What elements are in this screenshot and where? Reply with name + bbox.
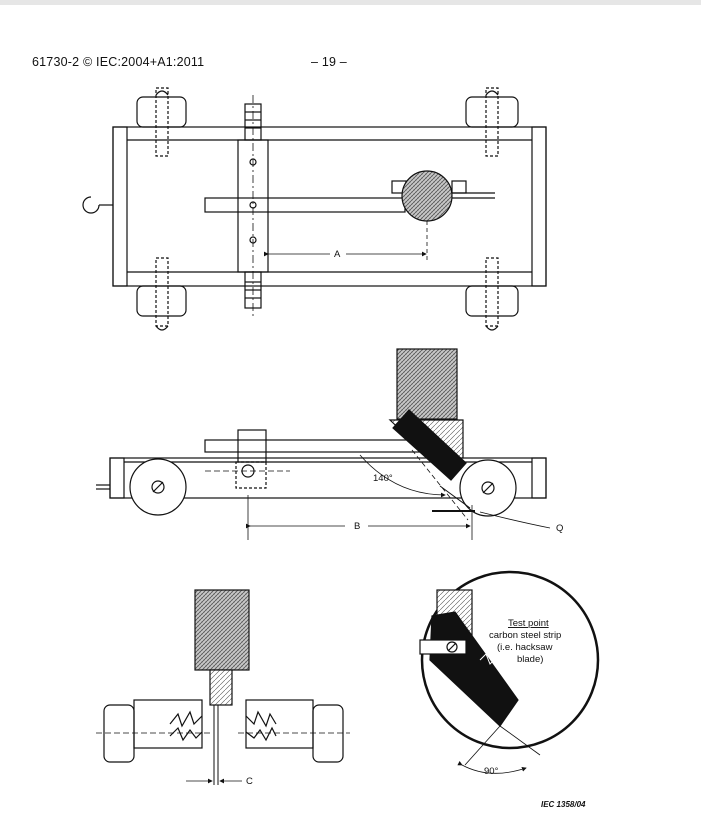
test-arm bbox=[204, 197, 406, 213]
dimension-c-label: C bbox=[246, 776, 253, 787]
wheel-bottom-right bbox=[465, 285, 519, 317]
test-point-label: Test point bbox=[508, 618, 549, 629]
wheel-bottom-left bbox=[136, 285, 187, 317]
wheel-top-right bbox=[465, 96, 519, 128]
front-weight bbox=[194, 589, 250, 671]
pull-hook bbox=[82, 196, 100, 214]
wheel-top-left bbox=[136, 96, 187, 128]
strip-label-line1: carbon steel strip bbox=[489, 630, 561, 641]
top-frame bbox=[112, 126, 547, 287]
side-view bbox=[96, 348, 551, 540]
detail-circle bbox=[419, 570, 600, 774]
strip-label-line2: (i.e. hacksaw bbox=[497, 642, 553, 653]
strip-label-line3: blade) bbox=[517, 654, 543, 665]
angle-90-label: 90° bbox=[484, 766, 499, 777]
doc-reference: 61730-2 © IEC:2004+A1:2011 bbox=[32, 55, 205, 69]
page-number: – 19 – bbox=[311, 55, 347, 69]
angle-140-label: 140° bbox=[373, 473, 393, 484]
q-label: Q bbox=[556, 523, 563, 534]
front-wheel-right bbox=[312, 704, 344, 763]
dimension-b-label: B bbox=[354, 521, 360, 532]
top-view bbox=[82, 87, 547, 331]
blade-holder bbox=[392, 409, 467, 481]
figure-reference: IEC 1358/04 bbox=[541, 800, 586, 809]
front-wheel-left bbox=[103, 704, 135, 763]
front-detail bbox=[96, 589, 350, 785]
top-bar bbox=[0, 0, 701, 5]
side-weight bbox=[396, 348, 458, 420]
dimension-a-label: A bbox=[334, 249, 341, 260]
detail-circle-outline bbox=[420, 570, 600, 750]
test-weight bbox=[401, 170, 453, 222]
